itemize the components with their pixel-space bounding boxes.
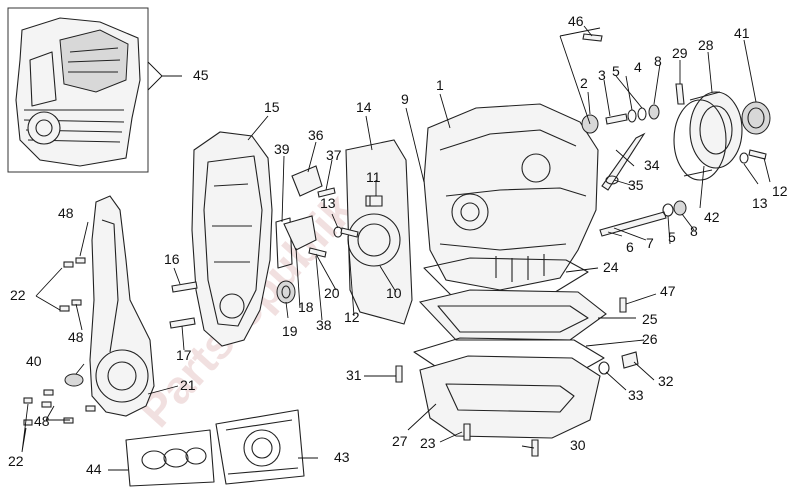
nut-8b <box>673 200 687 216</box>
screw-37 <box>317 187 336 198</box>
callout-16: 16 <box>164 251 180 267</box>
callout-2: 2 <box>580 75 588 91</box>
front-cover <box>191 131 273 347</box>
callout-4: 4 <box>634 59 642 75</box>
callout-48a: 48 <box>58 205 74 221</box>
callout-5b: 5 <box>668 229 676 245</box>
bolt-29 <box>675 83 685 105</box>
callout-35: 35 <box>628 177 644 193</box>
callout-20: 20 <box>324 285 340 301</box>
callout-42: 42 <box>704 209 720 225</box>
callout-14: 14 <box>356 99 372 115</box>
washer-5a <box>637 107 647 121</box>
bolt-16 <box>171 281 198 293</box>
bolt-47 <box>619 297 627 313</box>
washer-5b <box>662 203 674 217</box>
callout-30: 30 <box>570 437 586 453</box>
washer-4 <box>627 109 637 123</box>
callout-21: 21 <box>180 377 196 393</box>
callout-3: 3 <box>598 67 606 83</box>
washer-13b <box>739 152 749 164</box>
gasket-set-43 <box>215 409 305 485</box>
sump-frame-25 <box>418 289 607 341</box>
bolt-12a <box>340 227 359 238</box>
callout-1: 1 <box>436 77 444 93</box>
callout-44: 44 <box>86 461 102 477</box>
engine-assembly-inset <box>7 7 149 173</box>
cover-screws <box>23 257 96 426</box>
callout-41: 41 <box>734 25 750 41</box>
callout-10: 10 <box>386 285 402 301</box>
callout-48c: 48 <box>34 413 50 429</box>
bearing-housing-28 <box>673 91 743 181</box>
callout-24: 24 <box>603 259 619 275</box>
callout-43: 43 <box>334 449 350 465</box>
callout-36: 36 <box>308 127 324 143</box>
callout-11: 11 <box>366 169 381 185</box>
callout-5a: 5 <box>612 63 620 79</box>
callout-26: 26 <box>642 331 658 347</box>
callout-48b: 48 <box>68 329 84 345</box>
bolt-17 <box>169 317 196 329</box>
filler-cap <box>64 373 84 387</box>
callout-13b: 13 <box>752 195 768 211</box>
callout-9: 9 <box>401 91 409 107</box>
plug-11 <box>369 195 383 207</box>
screw-38 <box>308 247 327 258</box>
callout-31: 31 <box>346 367 362 383</box>
bolt-31 <box>395 365 403 383</box>
oring-35 <box>605 175 619 185</box>
callout-15: 15 <box>264 99 280 115</box>
callout-45: 45 <box>193 67 209 83</box>
callout-12a: 12 <box>344 309 360 325</box>
drain-plug-32 <box>621 351 639 369</box>
rod-6 <box>599 211 667 237</box>
callout-46: 46 <box>568 13 584 29</box>
crankcase <box>423 103 599 291</box>
callout-33: 33 <box>628 387 644 403</box>
callout-7: 7 <box>646 235 654 251</box>
callout-numbers: 45 15 14 9 1 36 39 37 11 13 48 16 22 48 … <box>8 13 788 477</box>
bracket-18 <box>283 215 317 251</box>
pin-3 <box>605 113 628 125</box>
callout-47: 47 <box>660 283 676 299</box>
washer-33 <box>598 361 610 375</box>
callout-8a: 8 <box>654 53 662 69</box>
callout-32: 32 <box>658 373 674 389</box>
nut-8a <box>648 104 660 120</box>
gasket-39 <box>275 217 293 269</box>
callout-8b: 8 <box>690 223 698 239</box>
callout-38: 38 <box>316 317 332 333</box>
callout-40: 40 <box>26 353 42 369</box>
callout-39: 39 <box>274 141 290 157</box>
callout-28: 28 <box>698 37 714 53</box>
oil-seal-19 <box>276 280 296 304</box>
oil-sump-27 <box>419 355 601 439</box>
bolt-30 <box>531 439 539 457</box>
leader-lines <box>21 25 771 471</box>
callout-13a: 13 <box>320 195 336 211</box>
callout-37: 37 <box>326 147 342 163</box>
stud-46 <box>582 33 603 42</box>
seal-41 <box>741 101 771 135</box>
bolt-12b <box>748 149 767 160</box>
callout-12b: 12 <box>772 183 788 199</box>
callout-6: 6 <box>626 239 634 255</box>
callout-29: 29 <box>672 45 688 61</box>
timing-cover <box>89 195 155 417</box>
gasket-set-44 <box>125 429 215 487</box>
callout-34: 34 <box>644 157 660 173</box>
bracket-36 <box>291 165 323 197</box>
callout-23: 23 <box>420 435 436 451</box>
callout-18: 18 <box>298 299 314 315</box>
callout-17: 17 <box>176 347 192 363</box>
bolt-23 <box>463 423 471 441</box>
callout-19: 19 <box>282 323 298 339</box>
callout-22b: 22 <box>8 453 24 469</box>
callout-27: 27 <box>392 433 408 449</box>
callout-25: 25 <box>642 311 658 327</box>
callout-22a: 22 <box>10 287 26 303</box>
